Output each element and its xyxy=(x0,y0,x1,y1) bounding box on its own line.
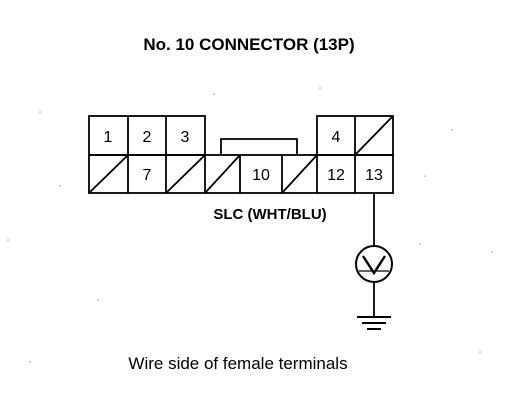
scan-specks xyxy=(7,87,493,363)
terminal-3-label: 3 xyxy=(181,129,190,146)
ground-icon xyxy=(357,316,391,330)
connector-body xyxy=(88,115,394,194)
terminal-12-label: 12 xyxy=(327,167,345,184)
terminal-1-label: 1 xyxy=(104,129,113,146)
wire-label: SLC (WHT/BLU) xyxy=(213,206,326,223)
terminal-13-label: 13 xyxy=(365,167,383,184)
terminal-10-label: 10 xyxy=(252,167,270,184)
terminal-4-label: 4 xyxy=(332,129,341,146)
diagram-caption: Wire side of female terminals xyxy=(128,354,347,373)
terminal-2-label: 2 xyxy=(143,129,152,146)
diagram-title: No. 10 CONNECTOR (13P) xyxy=(143,35,354,54)
terminal-7-label: 7 xyxy=(143,167,152,184)
voltmeter-icon xyxy=(355,245,393,283)
